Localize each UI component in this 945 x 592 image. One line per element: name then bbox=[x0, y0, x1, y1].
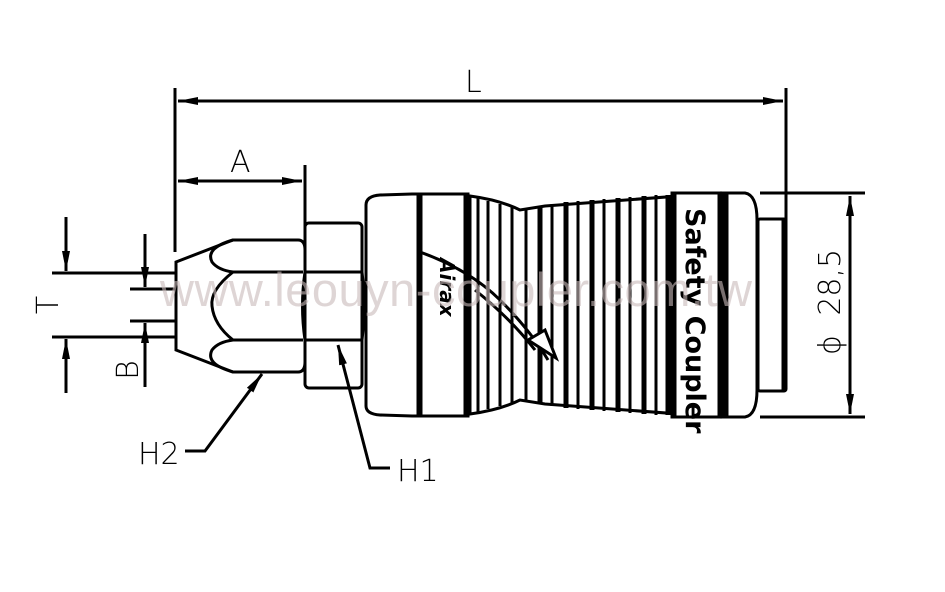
leader-h1: H1 bbox=[336, 344, 439, 489]
dimension-b-label: B bbox=[111, 360, 146, 380]
diameter-symbol: ϕ bbox=[813, 335, 848, 355]
dimension-t-label: T bbox=[31, 296, 66, 314]
coupler-body: Safety Coupler Airax bbox=[364, 191, 788, 434]
dimension-a-label: A bbox=[230, 145, 251, 180]
brand-logo: Airax bbox=[435, 256, 459, 318]
leader-h2: H2 bbox=[138, 373, 264, 472]
dimension-diameter: ϕ 28,5 bbox=[760, 191, 865, 419]
diameter-value: 28,5 bbox=[813, 249, 848, 316]
h2-label: H2 bbox=[138, 437, 180, 472]
sleeve-grooves bbox=[476, 195, 671, 415]
diameter-label: ϕ 28,5 bbox=[813, 249, 848, 355]
dimension-l-label: L bbox=[465, 65, 482, 100]
hex-h1 bbox=[301, 221, 366, 390]
dimension-a: A bbox=[178, 145, 307, 236]
dimension-l: L bbox=[173, 65, 788, 252]
product-label: Safety Coupler bbox=[679, 208, 710, 434]
nut-h2 bbox=[174, 238, 307, 374]
dimension-t: T bbox=[31, 217, 178, 393]
h1-label: H1 bbox=[397, 454, 439, 489]
dimension-b: B bbox=[111, 234, 178, 387]
